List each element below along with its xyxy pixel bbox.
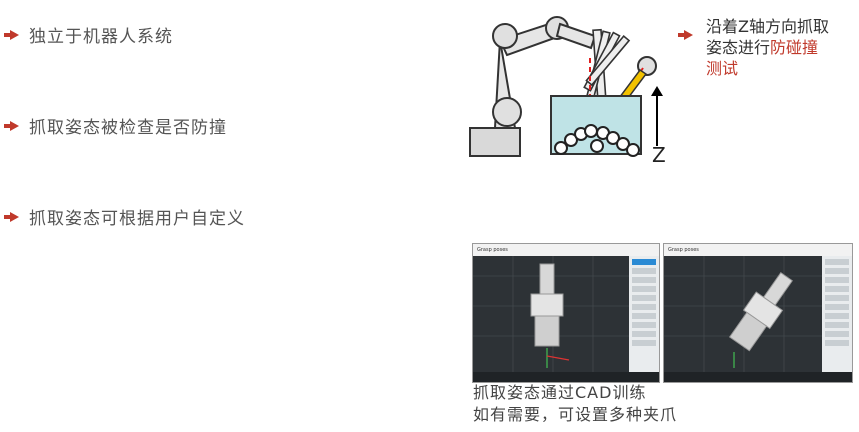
note-line-2-prefix: 姿态进行 — [706, 38, 771, 57]
bullet-collision-check: 抓取姿态被检查是否防撞 — [4, 113, 227, 138]
bullet-text: 抓取姿态可根据用户自定义 — [29, 209, 245, 229]
grasp-poses-screenshot-1: Grasp poses — [472, 243, 660, 383]
note-line-2: 姿态进行防碰撞 — [706, 37, 855, 58]
screen-footer — [664, 372, 852, 382]
arrow-bullet-icon — [4, 211, 19, 222]
caption-line-1: 抓取姿态通过CAD训练 — [473, 383, 647, 402]
screen-title-bar: Grasp poses — [473, 244, 659, 256]
caption-line-2: 如有需要，可设置多种夹爪 — [473, 405, 678, 424]
note-line-1: 沿着Z轴方向抓取 — [706, 17, 829, 36]
pose-list-panel[interactable] — [629, 256, 659, 372]
robot-arm-illustration — [469, 16, 663, 157]
note-line-3: 测试 — [706, 59, 739, 78]
arrow-bullet-icon — [4, 29, 19, 40]
bullet-text: 独立于机器人系统 — [29, 27, 173, 47]
note-line-2-red: 防碰撞 — [770, 38, 819, 57]
pose-list-panel[interactable] — [822, 256, 852, 372]
gripper-3d-view — [664, 256, 822, 372]
screenshots-caption: 抓取姿态通过CAD训练 如有需要，可设置多种夹爪 — [473, 382, 677, 426]
grasp-poses-screenshot-2: Grasp poses — [663, 243, 853, 383]
screen-title-bar: Grasp poses — [664, 244, 852, 256]
arrow-bullet-icon — [4, 120, 19, 131]
z-axis-label: Z — [652, 143, 666, 167]
bullet-independent: 独立于机器人系统 — [4, 22, 173, 47]
bullet-user-defined: 抓取姿态可根据用户自定义 — [4, 204, 245, 229]
screen-footer — [473, 372, 659, 382]
gripper-3d-view — [473, 256, 629, 372]
bullet-text: 抓取姿态被检查是否防撞 — [29, 118, 227, 138]
collision-test-note: 沿着Z轴方向抓取 姿态进行防碰撞 测试 — [678, 16, 855, 79]
